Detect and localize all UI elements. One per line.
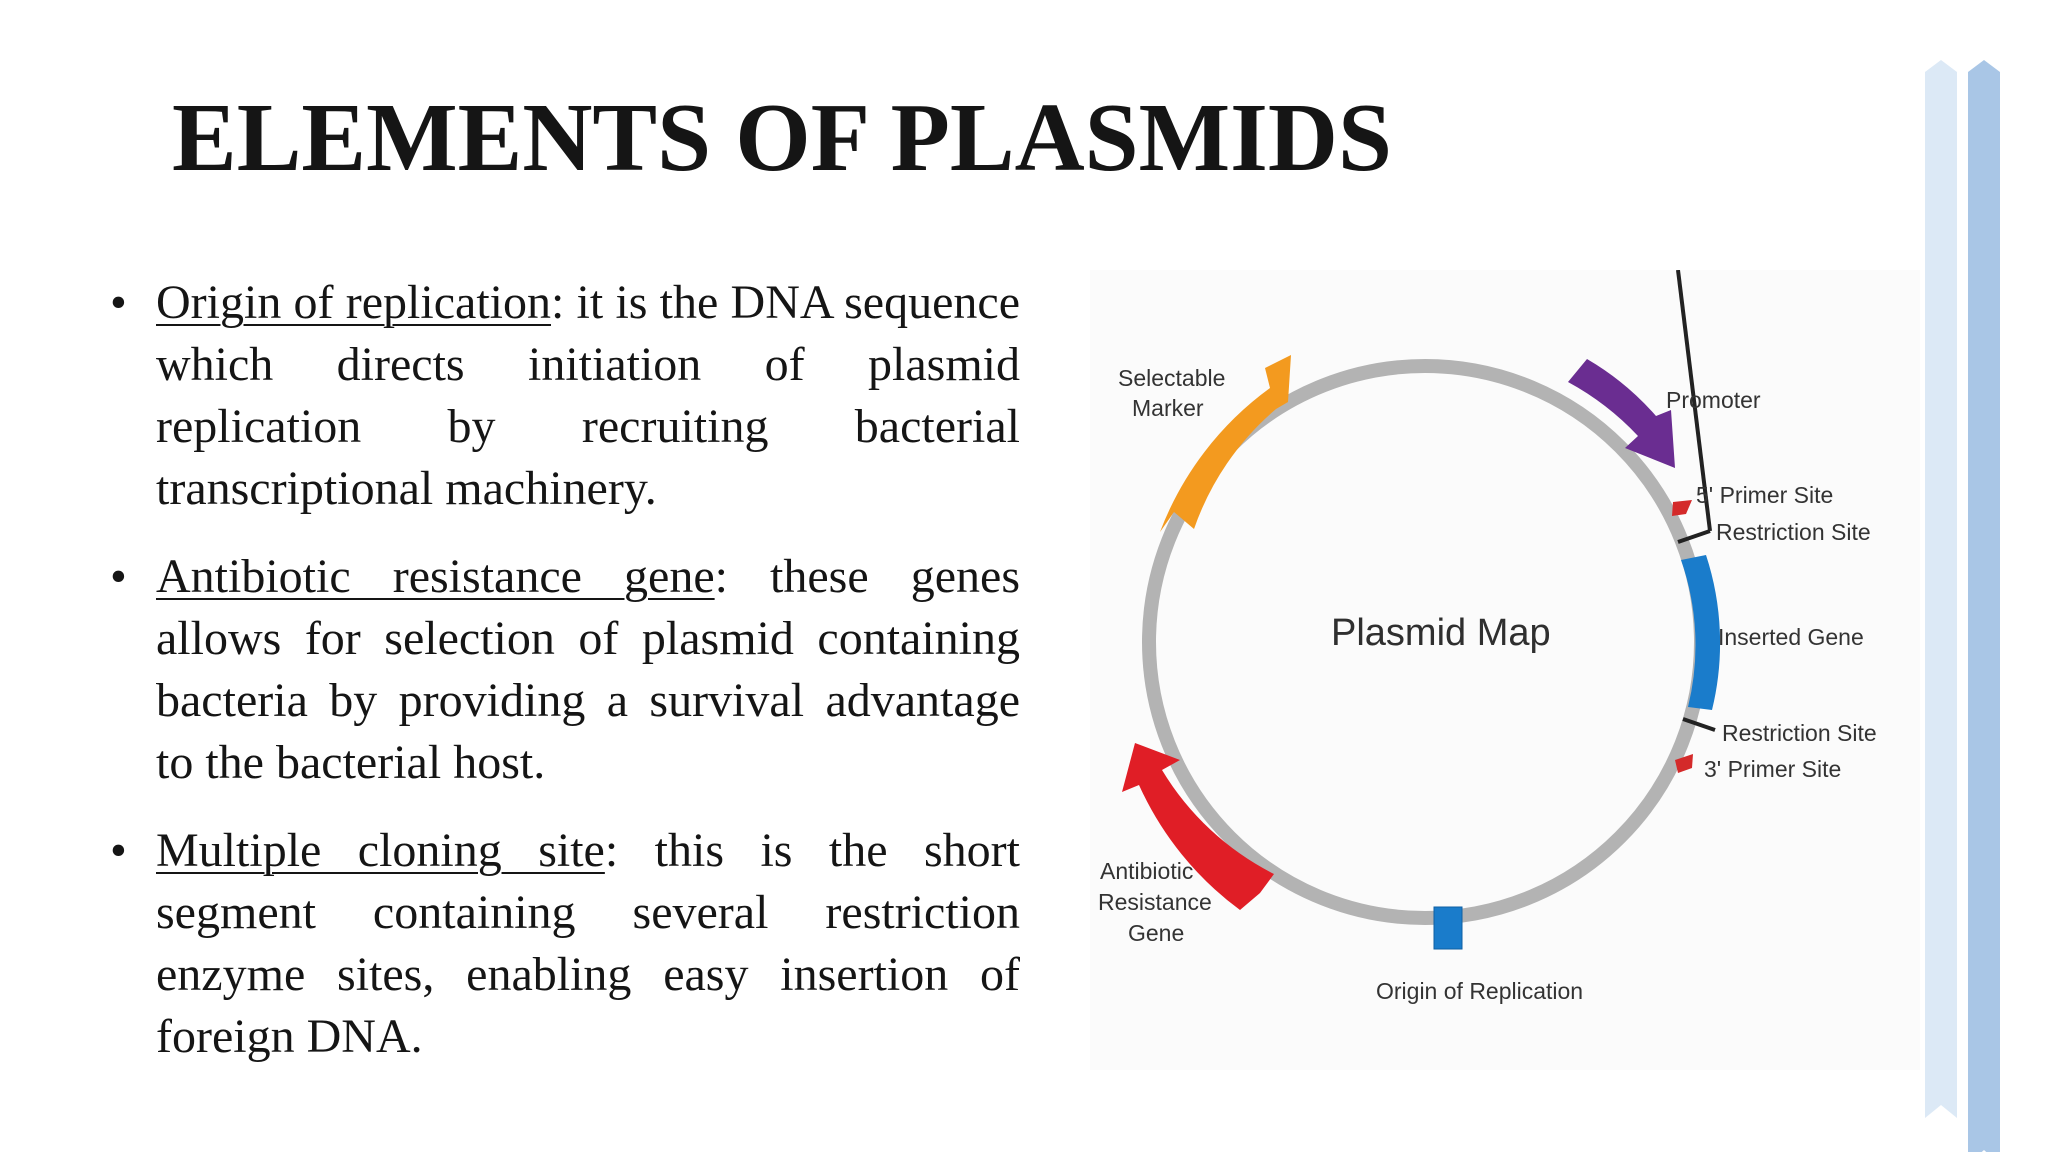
promoter-arrow (1568, 359, 1675, 468)
label-antibiotic: Antibiotic (1100, 858, 1193, 884)
bullet-text: : these genes allows for selection of pl… (156, 550, 1020, 789)
bullet-text: : this is the short segment containing s… (156, 824, 1020, 1063)
bullet-term: Origin of replication (156, 276, 551, 329)
bullet-marker: • (110, 824, 127, 877)
bullet-term: Antibiotic resistance gene (156, 550, 715, 603)
label-restriction-site-bottom: Restriction Site (1722, 720, 1877, 746)
label-inserted-gene: Inserted Gene (1718, 624, 1864, 650)
restriction-site-tick-top (1676, 270, 1712, 532)
diagram-background (1090, 270, 1920, 1070)
label-gene: Gene (1128, 920, 1184, 946)
selectable-marker-arrow (1160, 355, 1291, 532)
slide-title: ELEMENTS OF PLASMIDS (172, 84, 1392, 191)
restriction-site-tick-top-line (1677, 529, 1711, 544)
label-marker: Marker (1132, 395, 1204, 421)
label-5-primer-site: 5' Primer Site (1696, 482, 1833, 508)
bullet-text: : it is the DNA sequence which directs i… (156, 276, 1021, 515)
bullet-antibiotic-resistance-gene: • Antibiotic resistance gene: these genes… (110, 546, 1020, 794)
ribbon-light (1925, 60, 1957, 1118)
bullet-term: Multiple cloning site (156, 824, 605, 877)
bullet-marker: • (110, 550, 127, 603)
label-selectable: Selectable (1118, 365, 1225, 391)
restriction-site-tick-bottom (1682, 717, 1716, 732)
plasmid-map-title: Plasmid Map (1331, 612, 1551, 654)
plasmid-map-svg: Plasmid Map Selectable Marker Promoter 5… (1090, 270, 1920, 1070)
primer-site-3-marker (1675, 754, 1693, 773)
origin-of-replication-box (1433, 906, 1463, 950)
plasmid-map-diagram: Plasmid Map Selectable Marker Promoter 5… (1090, 270, 1920, 1070)
inserted-gene-box (1681, 555, 1721, 710)
bullet-multiple-cloning-site: • Multiple cloning site: this is the shor… (110, 820, 1020, 1068)
antibiotic-resistance-arrow (1122, 743, 1274, 910)
label-3-primer-site: 3' Primer Site (1704, 756, 1841, 782)
primer-site-5-marker (1672, 500, 1692, 516)
bullet-origin-of-replication: • Origin of replication: it is the DNA se… (110, 272, 1020, 520)
label-restriction-site-top: Restriction Site (1716, 519, 1871, 545)
bullet-list: • Origin of replication: it is the DNA se… (110, 272, 1020, 1094)
decorative-ribbons (1925, 60, 2000, 1152)
bullet-marker: • (110, 276, 127, 329)
label-origin-of-replication: Origin of Replication (1376, 978, 1583, 1004)
label-promoter: Promoter (1666, 387, 1761, 413)
label-resistance: Resistance (1098, 889, 1212, 915)
ribbon-dark (1968, 60, 2000, 1152)
